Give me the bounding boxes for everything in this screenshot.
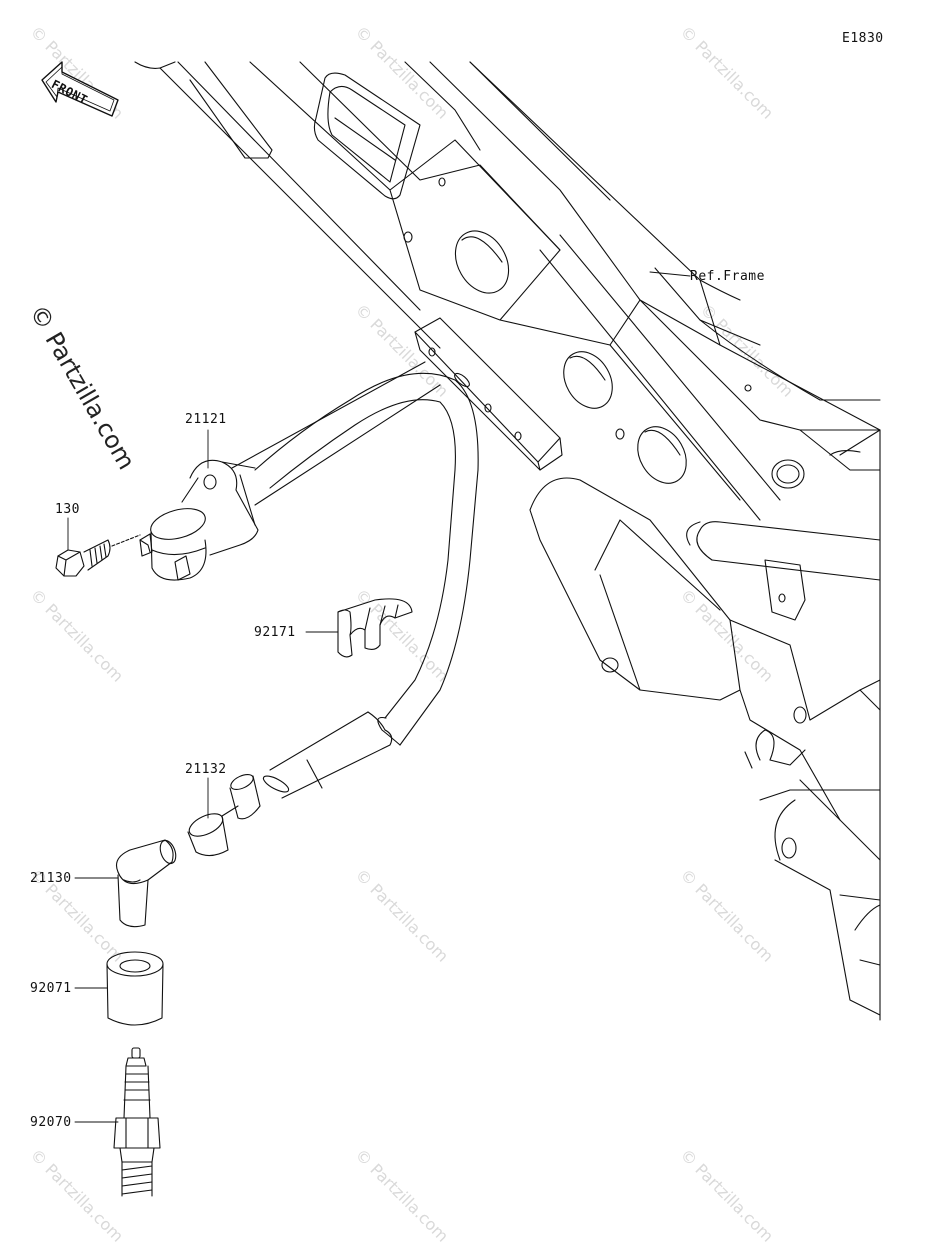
leader-lines — [67, 271, 691, 1123]
ht-lead-drawing — [231, 317, 563, 799]
part-number-92071[interactable]: 92071 — [30, 981, 72, 996]
plug-cap-drawing — [115, 839, 177, 928]
spark-plug-drawing — [113, 1047, 161, 1197]
parts-diagram — [41, 61, 881, 1197]
diagram-code: E1830 — [842, 31, 884, 46]
part-number-21132[interactable]: 21132 — [185, 762, 227, 777]
ignition-coil-drawing — [139, 459, 259, 581]
frame-drawing — [134, 61, 881, 1021]
cap-seal-drawing — [187, 774, 261, 857]
part-number-92171[interactable]: 92171 — [254, 625, 296, 640]
part-number-21121[interactable]: 21121 — [185, 412, 227, 427]
plug-cover-drawing — [106, 951, 164, 1026]
part-number-21130[interactable]: 21130 — [30, 871, 72, 886]
bolt-drawing — [55, 534, 141, 577]
part-number-130[interactable]: 130 — [55, 502, 80, 517]
ref-frame-label: Ref.Frame — [690, 269, 765, 284]
part-number-92070[interactable]: 92070 — [30, 1115, 72, 1130]
clamp-drawing — [337, 598, 413, 658]
front-arrow-icon — [41, 61, 119, 117]
